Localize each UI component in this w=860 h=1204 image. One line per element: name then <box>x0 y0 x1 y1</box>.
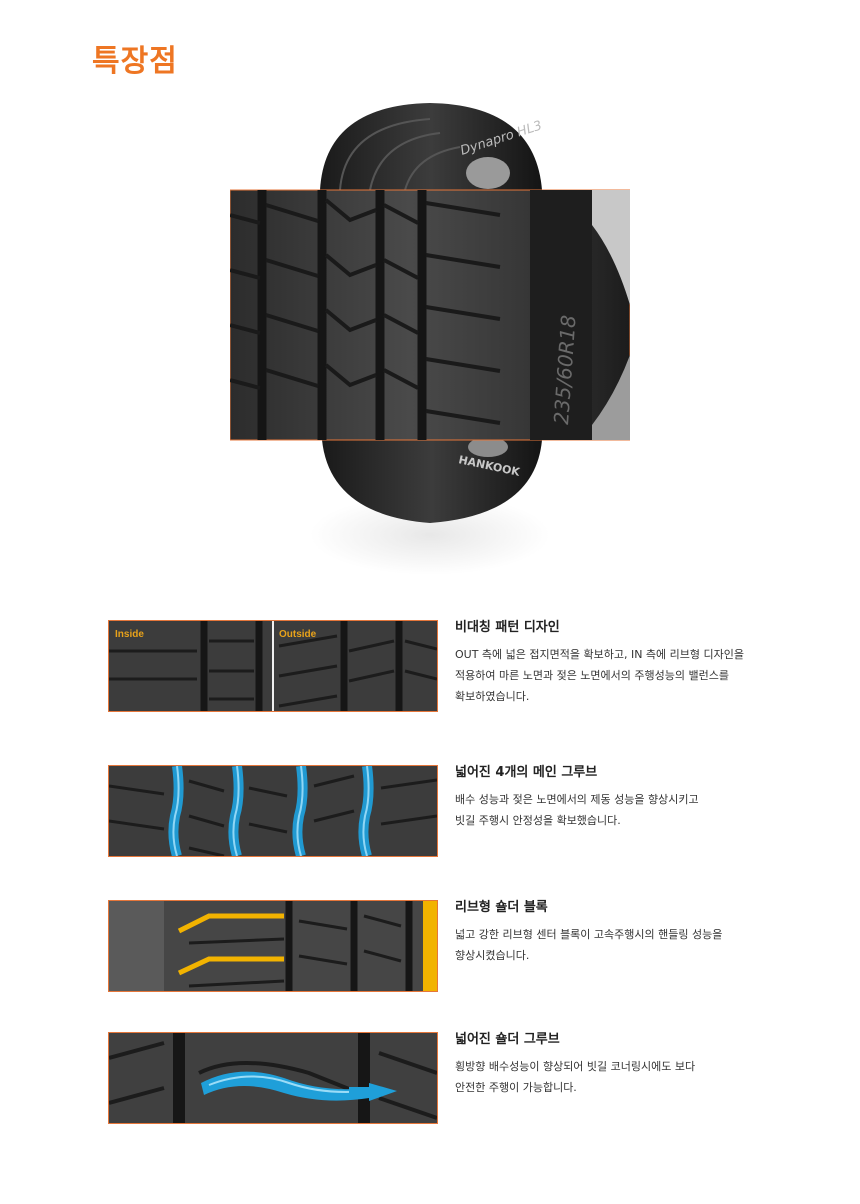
feature-title: 넓어진 4개의 메인 그루브 <box>455 765 598 780</box>
feature-desc-line: 적용하여 마른 노면과 젖은 노면에서의 주행성능의 밸런스를 <box>455 669 729 682</box>
tire-hero-image: Dynapro HL3 HANKOOK 235/60R18 <box>230 95 630 585</box>
feature-title: 비대칭 패턴 디자인 <box>455 620 560 635</box>
feature-desc-line: 빗길 주행시 안정성을 확보했습니다. <box>455 814 621 827</box>
feature-title: 넓어진 숄더 그루브 <box>455 1032 560 1047</box>
main-grooves-image <box>108 765 438 857</box>
feature-asymmetric-pattern: Inside Outside 비대칭 패턴 디자인 OUT 측에 넓은 접지면적… <box>108 620 828 712</box>
feature-desc-line: 안전한 주행이 가능합니다. <box>455 1081 577 1094</box>
feature-desc-line: 횡방향 배수성능이 향상되어 빗길 코너링시에도 보다 <box>455 1060 696 1073</box>
feature-rib-shoulder-block: 리브형 숄더 블록 넓고 강한 리브형 센터 블록이 고속주행시의 핸들링 성능… <box>108 900 828 992</box>
feature-title: 리브형 숄더 블록 <box>455 900 548 915</box>
page-title: 특장점 <box>92 44 178 79</box>
feature-shoulder-groove: 넓어진 숄더 그루브 횡방향 배수성능이 향상되어 빗길 코너링시에도 보다 안… <box>108 1032 828 1124</box>
feature-desc-line: 배수 성능과 젖은 노면에서의 제동 성능을 향상시키고 <box>455 793 699 806</box>
shoulder-groove-image <box>108 1032 438 1124</box>
outside-label: Outside <box>279 629 317 640</box>
feature-desc-line: 넓고 강한 리브형 센터 블록이 고속주행시의 핸들링 성능을 <box>455 928 723 941</box>
feature-desc-line: 향상시켰습니다. <box>455 949 530 962</box>
feature-desc-line: 확보하였습니다. <box>455 690 530 703</box>
asymmetric-pattern-image: Inside Outside <box>108 620 438 712</box>
feature-main-grooves: 넓어진 4개의 메인 그루브 배수 성능과 젖은 노면에서의 제동 성능을 향상… <box>108 765 828 857</box>
rib-shoulder-block-image <box>108 900 438 992</box>
inside-label: Inside <box>115 629 144 640</box>
feature-desc-line: OUT 측에 넓은 접지면적을 확보하고, IN 측에 리브형 디자인을 <box>455 648 745 661</box>
